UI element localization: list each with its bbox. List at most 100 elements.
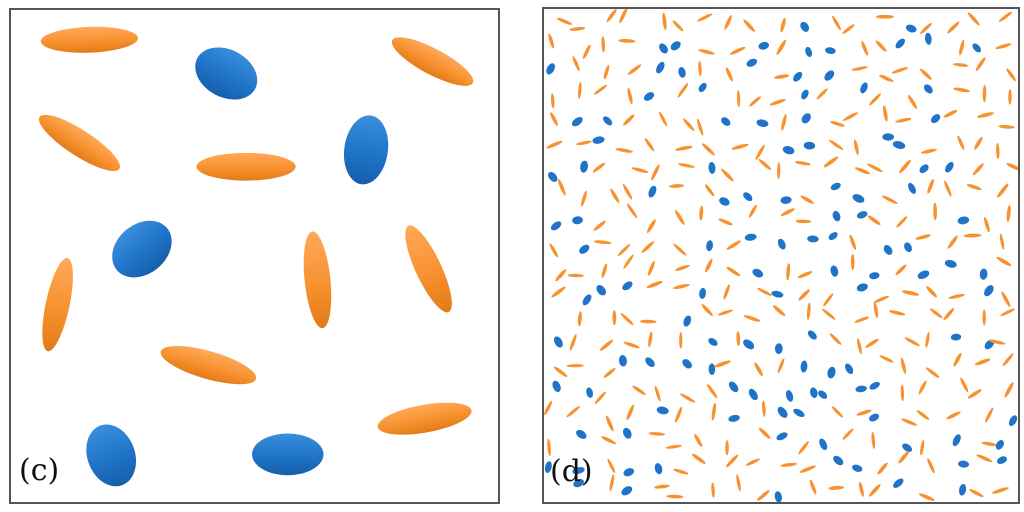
small-orange-ellipse (680, 393, 696, 403)
small-orange-ellipse (758, 158, 772, 170)
small-orange-ellipse (856, 338, 862, 355)
small-orange-ellipse (603, 368, 616, 378)
small-orange-ellipse (850, 253, 855, 271)
small-blue-ellipse (810, 387, 818, 398)
small-blue-ellipse (645, 357, 655, 368)
small-blue-ellipse (868, 413, 880, 422)
small-blue-ellipse (771, 290, 784, 298)
small-orange-ellipse (668, 184, 685, 188)
small-orange-ellipse (553, 366, 568, 378)
small-blue-ellipse (622, 427, 632, 439)
panel-d: (d) (542, 7, 1020, 504)
small-blue-ellipse (596, 285, 607, 296)
small-orange-ellipse (974, 358, 991, 366)
small-blue-ellipse (824, 47, 836, 55)
small-orange-ellipse (648, 331, 653, 348)
small-orange-ellipse (871, 431, 876, 449)
small-orange-ellipse (646, 281, 663, 289)
small-blue-ellipse (958, 460, 970, 468)
small-blue-ellipse (659, 43, 668, 54)
small-orange-ellipse (831, 406, 844, 418)
small-orange-ellipse (731, 143, 749, 150)
small-orange-ellipse (665, 444, 682, 449)
small-orange-ellipse (706, 384, 718, 399)
small-blue-ellipse (719, 197, 730, 206)
small-orange-ellipse (861, 40, 869, 56)
small-orange-ellipse (976, 454, 993, 463)
small-blue-ellipse (698, 82, 707, 93)
small-orange-ellipse (736, 474, 741, 492)
small-orange-ellipse (809, 479, 817, 495)
blue-ellipse (195, 47, 258, 100)
small-blue-ellipse (917, 270, 930, 280)
small-blue-ellipse (592, 136, 605, 144)
small-orange-ellipse (777, 162, 781, 180)
small-orange-ellipse (581, 190, 587, 207)
orange-ellipse (160, 346, 257, 385)
small-orange-ellipse (959, 39, 965, 56)
small-orange-ellipse (769, 99, 786, 106)
small-orange-ellipse (969, 489, 984, 498)
small-orange-ellipse (697, 13, 713, 22)
small-orange-ellipse (550, 112, 558, 126)
small-orange-ellipse (724, 15, 732, 30)
small-orange-ellipse (729, 46, 746, 55)
small-blue-ellipse (950, 333, 962, 341)
small-orange-ellipse (776, 39, 787, 55)
small-blue-ellipse (746, 58, 758, 67)
small-orange-ellipse (925, 367, 940, 378)
small-blue-ellipse (869, 272, 880, 280)
small-orange-ellipse (896, 216, 908, 228)
panel-c: (c) (9, 8, 500, 504)
small-orange-ellipse (691, 453, 706, 464)
small-blue-ellipse (752, 268, 764, 278)
small-orange-ellipse (601, 436, 617, 445)
small-blue-ellipse (902, 443, 913, 452)
small-orange-ellipse (821, 308, 836, 320)
small-blue-ellipse (683, 315, 692, 327)
small-blue-ellipse (1008, 415, 1018, 427)
small-orange-ellipse (780, 17, 786, 33)
small-orange-ellipse (830, 121, 845, 127)
small-orange-ellipse (916, 410, 930, 420)
small-blue-ellipse (553, 336, 563, 348)
small-orange-ellipse (736, 331, 741, 347)
small-blue-ellipse (582, 294, 592, 306)
small-orange-ellipse (920, 148, 937, 154)
orange-ellipse (391, 37, 474, 86)
small-orange-ellipse (678, 163, 695, 168)
small-blue-ellipse (774, 491, 782, 502)
small-orange-ellipse (933, 202, 937, 221)
small-blue-ellipse (656, 406, 669, 415)
small-orange-ellipse (907, 94, 918, 109)
small-blue-ellipse (905, 24, 917, 33)
small-orange-ellipse (891, 67, 909, 74)
small-blue-ellipse (801, 89, 809, 100)
small-orange-ellipse (717, 309, 733, 316)
small-orange-ellipse (816, 88, 828, 100)
small-blue-ellipse (895, 38, 906, 49)
small-blue-ellipse (807, 330, 817, 340)
small-orange-ellipse (992, 487, 1009, 494)
small-orange-ellipse (718, 218, 733, 226)
small-orange-ellipse (781, 114, 787, 131)
small-orange-ellipse (549, 243, 559, 258)
small-blue-ellipse (552, 380, 561, 393)
small-orange-ellipse (698, 49, 715, 55)
small-orange-ellipse (794, 161, 811, 166)
small-blue-ellipse (972, 43, 982, 53)
panel-label-d: (d) (550, 454, 593, 489)
small-orange-ellipse (675, 264, 690, 271)
small-blue-ellipse (807, 235, 819, 243)
small-orange-ellipse (1001, 291, 1011, 307)
small-orange-ellipse (947, 21, 960, 34)
small-blue-ellipse (852, 194, 865, 203)
small-blue-ellipse (785, 390, 794, 402)
small-blue-ellipse (572, 467, 585, 475)
small-orange-ellipse (882, 105, 888, 122)
small-orange-ellipse (915, 234, 931, 240)
small-blue-ellipse (944, 259, 957, 268)
small-blue-ellipse (546, 63, 555, 75)
small-blue-ellipse (756, 119, 769, 127)
small-orange-ellipse (619, 9, 628, 24)
